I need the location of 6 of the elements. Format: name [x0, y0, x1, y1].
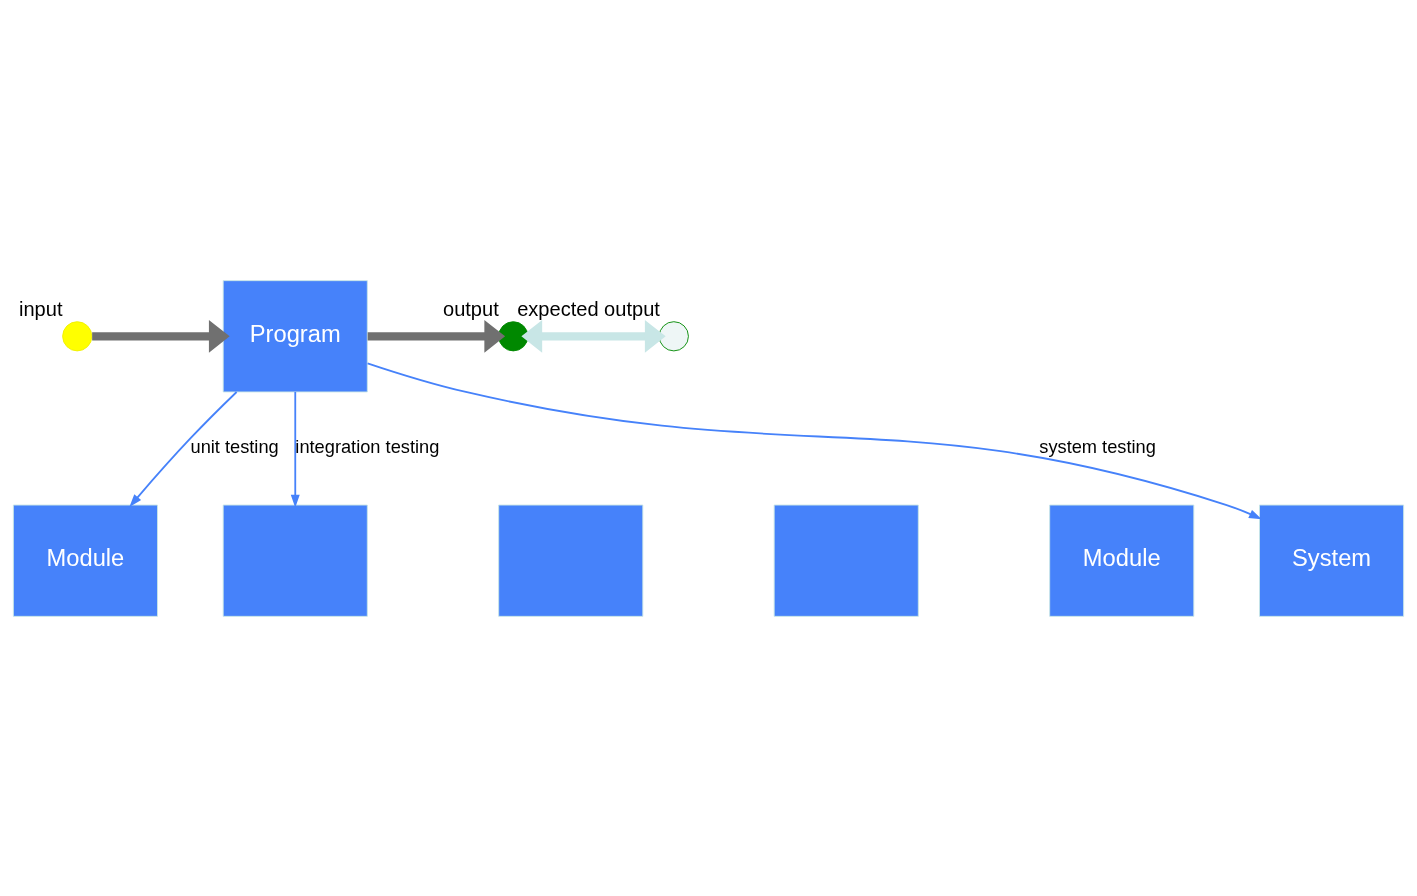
- edge-label: system testing: [1039, 435, 1156, 457]
- edge-label: unit testing: [190, 435, 279, 457]
- node-label: output: [442, 297, 499, 320]
- node-label: input: [19, 297, 63, 320]
- node-label: expected output: [517, 297, 660, 320]
- edge-label: integration testing: [295, 435, 440, 457]
